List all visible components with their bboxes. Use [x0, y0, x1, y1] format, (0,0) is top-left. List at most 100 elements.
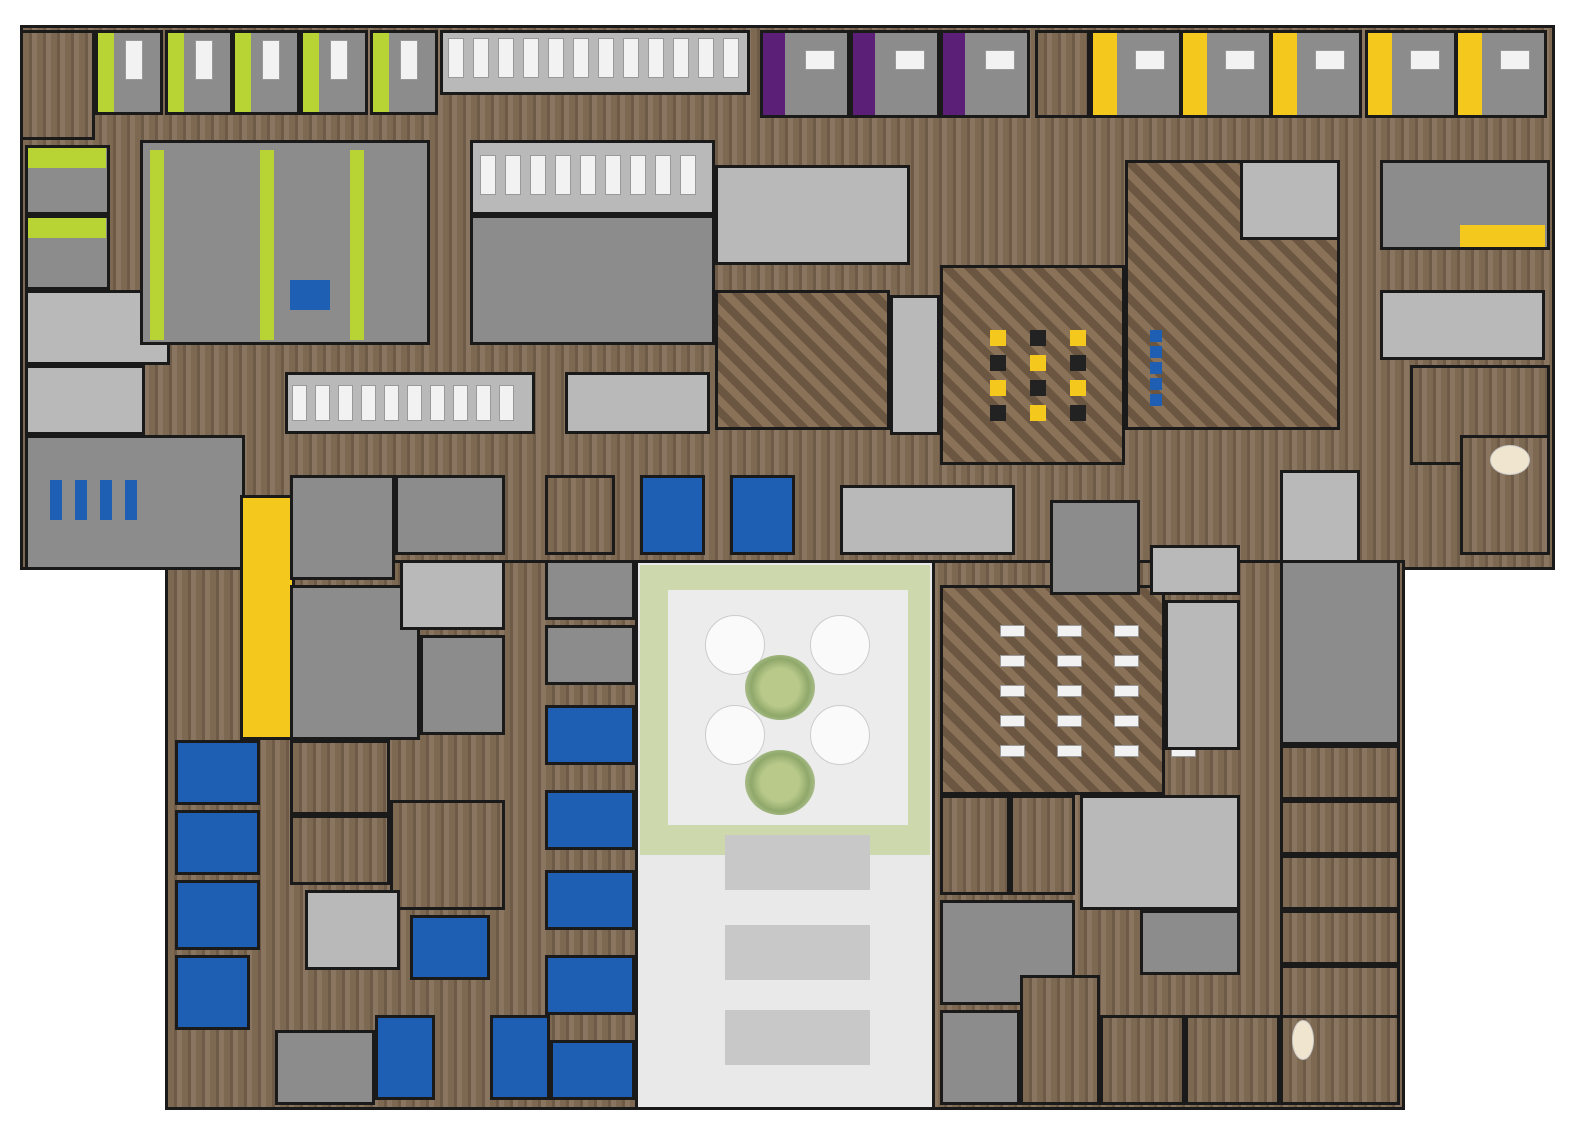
- bed-icon: [473, 38, 489, 78]
- bed-icon: [499, 385, 514, 421]
- room-lower-right-5: [940, 1010, 1020, 1105]
- desk-icon: [1057, 655, 1082, 667]
- chair-icon: [1070, 405, 1086, 421]
- office-lower-right-7: [1100, 1015, 1185, 1105]
- desk-icon: [1114, 715, 1139, 727]
- store-room: [400, 560, 505, 630]
- office-gray-1: [420, 635, 505, 735]
- bed-icon: [555, 155, 571, 195]
- bed-icon: [598, 38, 614, 78]
- bed-icon: [530, 155, 546, 195]
- desk-icon: [1114, 685, 1139, 697]
- desk-icon: [1114, 625, 1139, 637]
- desk-icon: [1500, 50, 1530, 70]
- bed-icon: [573, 38, 589, 78]
- room-center-right: [1050, 500, 1140, 595]
- room-left-3: [25, 365, 145, 435]
- accent-strip: [1093, 33, 1117, 115]
- accent-strip: [1183, 33, 1207, 115]
- desk-icon: [1114, 655, 1139, 667]
- equipment-icon: [75, 480, 87, 520]
- room-lower-1: [275, 1030, 375, 1105]
- bed-icon: [361, 385, 376, 421]
- room-right-2: [1280, 470, 1360, 570]
- treatment-blue-9: [545, 790, 635, 850]
- bed-icon: [673, 38, 689, 78]
- treatment-blue-11: [545, 955, 635, 1015]
- staircase-center: [840, 485, 1015, 555]
- accent-strip: [235, 33, 251, 112]
- accent-strip: [1368, 33, 1392, 115]
- wc-right: [1150, 545, 1240, 595]
- bed-icon: [655, 155, 671, 195]
- parking-block: [725, 835, 870, 890]
- chair-icon: [1030, 405, 1046, 421]
- meeting-table-icon: [1490, 445, 1530, 475]
- bed-icon: [453, 385, 468, 421]
- office-small-2: [1280, 855, 1400, 910]
- bed-icon: [505, 155, 521, 195]
- umbrella-icon: [705, 705, 765, 765]
- dental-room-2: [730, 475, 795, 555]
- bed-icon: [400, 40, 418, 80]
- storage-room: [715, 165, 910, 265]
- bed-icon: [195, 40, 213, 80]
- chair-icon: [990, 355, 1006, 371]
- bed-icon: [623, 38, 639, 78]
- bed-icon: [548, 38, 564, 78]
- bed-icon: [476, 385, 491, 421]
- office-wood-1: [290, 740, 390, 815]
- desk-icon: [1000, 655, 1025, 667]
- accent-strip: [98, 33, 114, 112]
- accent-strip: [150, 150, 164, 340]
- desk-icon: [1057, 625, 1082, 637]
- chair-icon: [1070, 355, 1086, 371]
- bed-icon: [723, 38, 739, 78]
- chair-icon: [990, 380, 1006, 396]
- chair-icon: [1150, 330, 1162, 342]
- staircase-lower-right: [1165, 600, 1240, 750]
- desk-icon: [1225, 50, 1255, 70]
- desk-icon: [1057, 745, 1082, 757]
- bed-icon: [498, 38, 514, 78]
- consult-2: [545, 625, 635, 685]
- lounge-left: [715, 290, 890, 430]
- bed-icon: [407, 385, 422, 421]
- desk-icon: [1135, 50, 1165, 70]
- accent-strip: [28, 148, 106, 168]
- tree-icon: [745, 655, 815, 720]
- bed-icon: [262, 40, 280, 80]
- bed-icon: [292, 385, 307, 421]
- workroom-lower: [290, 585, 420, 740]
- chair-icon: [1150, 378, 1162, 390]
- office-lower-right-1: [940, 795, 1010, 895]
- bed-icon: [448, 38, 464, 78]
- chair-icon: [1150, 346, 1162, 358]
- accent-strip: [260, 150, 274, 340]
- treatment-blue-8: [545, 705, 635, 765]
- wc-block: [395, 475, 505, 555]
- office-small-0: [1280, 745, 1400, 800]
- accent-strip: [943, 33, 965, 115]
- mat-icon: [290, 280, 330, 310]
- bed-icon: [523, 38, 539, 78]
- open-ward-lower-right: [565, 372, 710, 434]
- desk-icon: [985, 50, 1015, 70]
- chair-icon: [1150, 394, 1162, 406]
- desk-icon: [1000, 685, 1025, 697]
- desk-icon: [805, 50, 835, 70]
- bed-icon: [480, 155, 496, 195]
- office-lower-1: [290, 475, 395, 580]
- chair-icon: [990, 405, 1006, 421]
- chair-icon: [1070, 380, 1086, 396]
- bed-icon: [698, 38, 714, 78]
- wc-lower-right: [1140, 910, 1240, 975]
- office-lower-right-2: [1010, 795, 1075, 895]
- treatment-blue-6: [375, 1015, 435, 1100]
- chair-icon: [1070, 330, 1086, 346]
- yellow-corridor: [240, 495, 295, 740]
- consult-1: [545, 560, 635, 620]
- chair-icon: [1030, 355, 1046, 371]
- umbrella-icon: [810, 705, 870, 765]
- wc-lower: [305, 890, 400, 970]
